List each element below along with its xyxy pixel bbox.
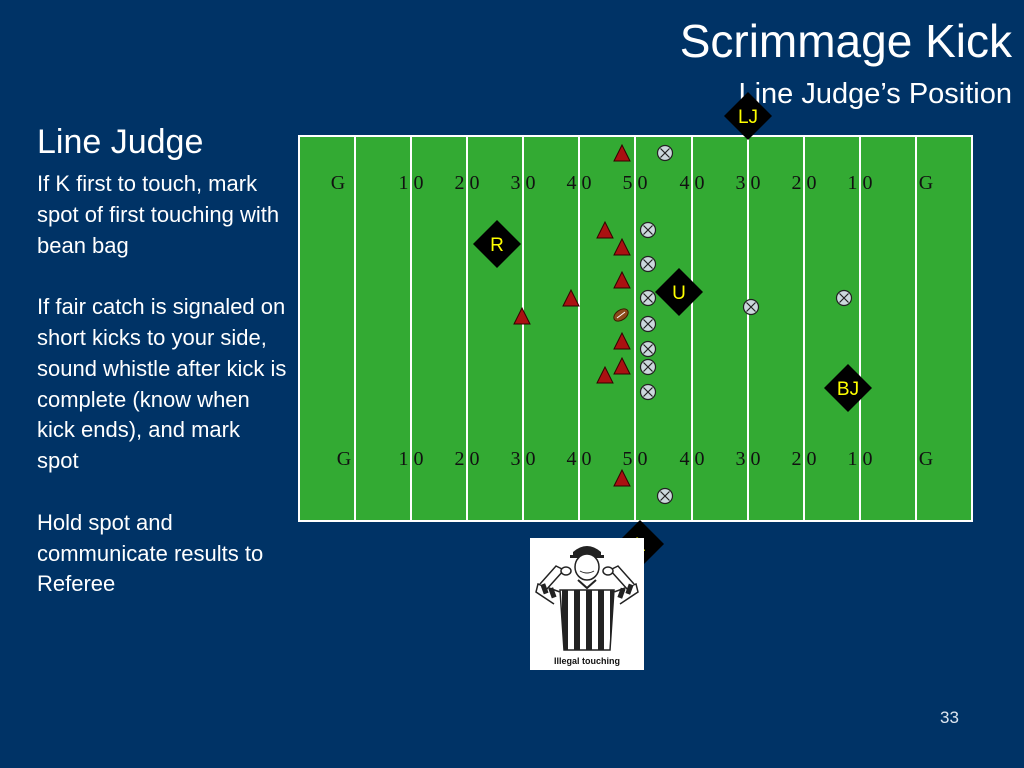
triangle-icon [596,220,614,239]
triangle-icon [613,270,631,289]
triangle-icon [562,288,580,307]
triangle-icon [513,306,531,325]
official-referee: R [473,220,521,268]
yard-marker: 3 0 [511,448,536,470]
yard-marker: 2 0 [455,172,480,194]
triangle-icon [613,237,631,256]
yard-marker: 1 0 [399,448,424,470]
receiving-team [639,144,853,505]
sidebar-paragraph: If fair catch is signaled on short kicks… [37,294,287,474]
yard-marker: 1 0 [399,172,424,194]
x-circle-icon [639,315,657,333]
x-circle-icon [656,487,674,505]
slide-subtitle: Line Judge’s Position [738,78,1012,110]
official-back-judge: BJ [824,364,872,412]
football-icon [613,308,629,322]
official-line-judge: LJ [724,92,772,140]
slide-title: Scrimmage Kick [679,15,1012,67]
referee-signal-icon [535,546,639,651]
official-label: U [672,283,686,304]
referee-signal-image: Illegal touching [530,538,644,670]
triangle-icon [613,356,631,375]
sidebar-heading: Line Judge [37,123,204,161]
triangle-icon [613,331,631,350]
triangle-icon [613,143,631,162]
yard-lines [354,136,917,521]
x-circle-icon [656,144,674,162]
yard-marker: 4 0 [680,448,705,470]
official-label: R [490,235,504,256]
x-circle-icon [639,358,657,376]
official-umpire: U [655,268,703,316]
yard-marker: 5 0 [623,448,648,470]
x-circle-icon [742,298,760,316]
yard-marker: G [331,172,345,194]
official-label: BJ [837,379,859,400]
yard-marker: G [919,172,933,194]
triangle-icon [613,468,631,487]
x-circle-icon [835,289,853,307]
yard-marker: 4 0 [567,448,592,470]
yard-marker: 1 0 [848,448,873,470]
yard-marker: 3 0 [736,448,761,470]
yard-markers-top: G 1 0 2 0 3 0 4 0 5 0 4 0 3 0 2 0 1 0 G [331,172,933,194]
kicking-team [513,143,631,487]
slide-number: 33 [940,708,959,727]
yard-marker: 2 0 [455,448,480,470]
yard-marker: 5 0 [623,172,648,194]
sidebar-paragraph: Hold spot and communicate results to Ref… [37,509,264,597]
yard-marker: 2 0 [792,448,817,470]
x-circle-icon [639,255,657,273]
yard-marker: G [337,448,351,470]
triangle-icon [596,365,614,384]
x-circle-icon [639,340,657,358]
x-circle-icon [639,289,657,307]
yard-marker: 3 0 [511,172,536,194]
yard-marker: G [919,448,933,470]
yard-marker: 3 0 [736,172,761,194]
x-circle-icon [639,383,657,401]
official-label: LJ [738,107,758,128]
referee-signal-caption: Illegal touching [553,656,620,666]
yard-marker: 4 0 [567,172,592,194]
yard-marker: 2 0 [792,172,817,194]
x-circle-icon [639,221,657,239]
yard-marker: 4 0 [680,172,705,194]
sidebar-text: If K first to touch, mark spot of first … [37,169,287,631]
yard-markers-bottom: G 1 0 2 0 3 0 4 0 5 0 4 0 3 0 2 0 1 0 G [337,448,933,470]
sidebar-paragraph: If K first to touch, mark spot of first … [37,171,280,258]
yard-marker: 1 0 [848,172,873,194]
